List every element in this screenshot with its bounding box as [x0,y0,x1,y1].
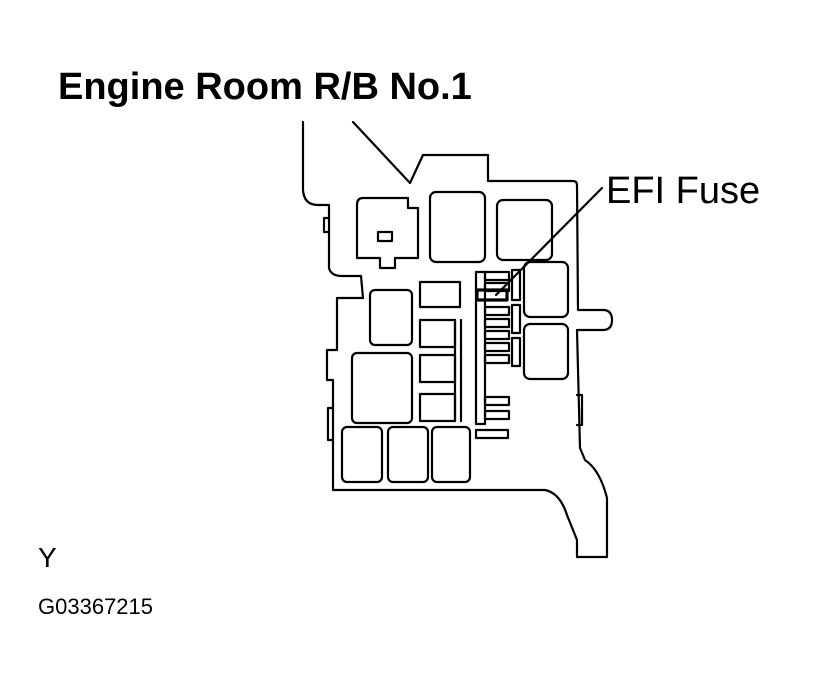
fuse-vertical [512,338,520,366]
relay-center-stack-1 [420,320,455,347]
efi-fuse-leader-line [496,188,602,295]
relay-bottom-2 [388,427,428,482]
fuse-slot [485,397,509,405]
relay-bottom-3 [432,427,470,482]
fuse-vertical [512,305,520,333]
relay-right-lower [524,324,568,379]
relay-bottom-1 [342,427,382,482]
fuse-slot [485,331,509,339]
fuse-slot [485,343,509,351]
relay-left-upper [370,290,412,345]
relay-socket-latch [378,232,392,241]
relay-top-right [497,200,552,260]
housing-notch [577,395,582,425]
fuse-slot [485,411,509,419]
efi-fuse-label: EFI Fuse [606,170,761,212]
figure-code: G03367215 [38,594,153,619]
efi-fuse [477,290,507,300]
housing-notch [324,218,329,232]
fuse-slot [485,307,509,315]
housing-notch [328,408,333,440]
fuse-slot-bottom [476,430,508,438]
relay-socket-top-left [357,198,418,268]
fuse-vertical [512,270,520,300]
fuse-slot [485,319,509,327]
fuse-slot [485,355,509,363]
fuse-slot [485,272,509,280]
relay-block-housing [303,122,612,557]
relay-right-upper [524,262,568,317]
relay-top-center [430,192,485,262]
relay-center-stack-3 [420,394,455,421]
relay-center-top [420,282,460,307]
diagram-title: Engine Room R/B No.1 [58,66,472,108]
relay-center-stack-2 [420,355,455,382]
relay-left-large [352,353,412,423]
view-letter: Y [38,542,57,573]
